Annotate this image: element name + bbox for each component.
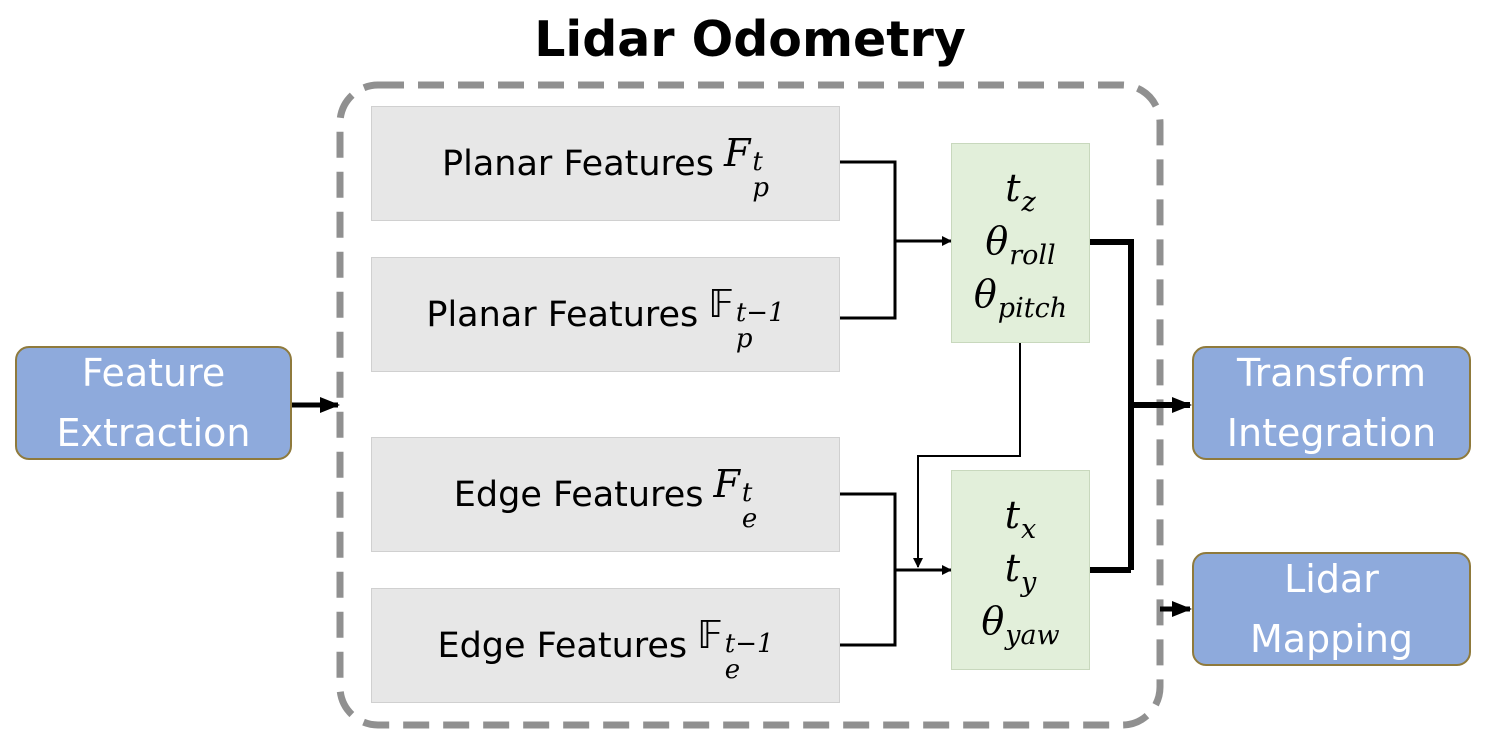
connector-planar-previous: [840, 241, 897, 320]
connector-planar-current: [840, 160, 897, 241]
estimate-base: θ: [985, 218, 1009, 263]
symbol-sup: t−1: [724, 628, 774, 659]
edge-features-previous-box: Edge Features 𝔽 t−1 e: [371, 588, 840, 703]
transform-integration-box: Transform Integration: [1192, 346, 1471, 460]
symbol-sup: t: [741, 477, 753, 508]
symbol-scripts: t p: [752, 149, 769, 201]
planar-features-current-box: Planar Features F t p: [371, 106, 840, 221]
symbol-sub: e: [724, 654, 741, 685]
connector-planar-estimate-to-edge: [913, 343, 1021, 568]
symbol-sub: p: [752, 172, 769, 203]
symbol-base: 𝔽: [708, 281, 734, 326]
planar-features-current-symbol: F t p: [723, 130, 769, 201]
estimate-sub: x: [1021, 513, 1037, 545]
feature-extraction-box: Feature Extraction: [15, 346, 292, 460]
symbol-scripts: t−1 e: [725, 631, 774, 683]
symbol-sub: e: [741, 503, 758, 534]
planar-features-previous-box: Planar Features 𝔽 t−1 p: [371, 257, 840, 372]
estimate-sub: y: [1021, 566, 1037, 598]
symbol-base: F: [723, 130, 751, 175]
lidar-mapping-line-2: Mapping: [1249, 617, 1414, 661]
feature-extraction-line-2: Extraction: [56, 411, 251, 455]
estimate-base: θ: [981, 598, 1005, 643]
transform-integration-line-2: Integration: [1226, 411, 1437, 455]
estimate-tx: tx: [1004, 491, 1037, 545]
connector-edge-previous: [840, 570, 897, 647]
connector-edge-current: [840, 492, 897, 570]
estimate-base: θ: [973, 271, 997, 316]
symbol-sup: t−1: [735, 297, 785, 328]
lidar-mapping-box: Lidar Mapping: [1192, 552, 1471, 666]
estimate-base: t: [1004, 492, 1021, 537]
connector-planar-estimate-out: [1090, 239, 1134, 570]
lidar-mapping-line-1: Lidar: [1284, 557, 1379, 601]
estimate-sub: pitch: [997, 292, 1068, 324]
estimate-sub: yaw: [1005, 619, 1060, 651]
estimate-tz: tz: [1005, 164, 1036, 218]
estimate-base: t: [1005, 165, 1021, 210]
edge-estimate-box: tx ty θyaw: [951, 470, 1090, 670]
transform-integration-line-1: Transform: [1236, 351, 1427, 395]
planar-estimate-box: tz θroll θpitch: [951, 143, 1090, 343]
planar-features-previous-symbol: 𝔽 t−1 p: [708, 281, 784, 352]
symbol-scripts: t−1 p: [736, 300, 785, 352]
symbol-base: F: [713, 461, 740, 506]
planar-features-previous-label: Planar Features: [426, 294, 699, 335]
estimate-sub: z: [1021, 186, 1036, 218]
symbol-sub: p: [735, 323, 753, 354]
estimate-theta-roll: θroll: [985, 217, 1056, 271]
edge-features-current-label: Edge Features: [453, 474, 704, 515]
symbol-base: 𝔽: [697, 612, 723, 657]
planar-features-current-label: Planar Features: [442, 143, 714, 184]
estimate-sub: roll: [1009, 239, 1056, 271]
estimate-ty: ty: [1004, 544, 1037, 598]
symbol-scripts: t e: [742, 480, 757, 532]
estimate-theta-yaw: θyaw: [981, 597, 1060, 651]
feature-extraction-line-1: Feature: [81, 351, 226, 395]
estimate-theta-pitch: θpitch: [973, 270, 1068, 324]
diagram-title: Lidar Odometry: [534, 11, 966, 68]
estimate-base: t: [1004, 545, 1020, 590]
symbol-sup: t: [752, 146, 763, 177]
edge-features-previous-label: Edge Features: [437, 625, 688, 666]
edge-features-current-symbol: F t e: [713, 461, 757, 532]
edge-features-previous-symbol: 𝔽 t−1 e: [697, 612, 773, 683]
edge-features-current-box: Edge Features F t e: [371, 437, 840, 552]
